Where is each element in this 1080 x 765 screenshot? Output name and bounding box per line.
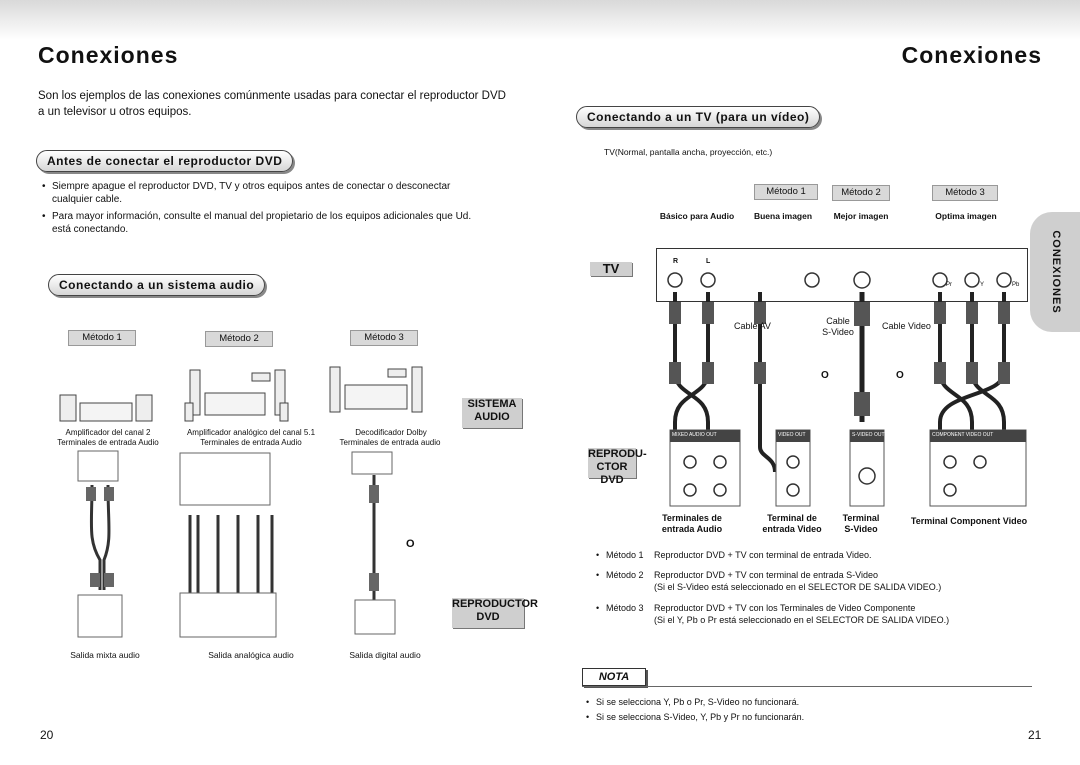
or-label: O bbox=[896, 370, 904, 381]
port-label-l: L bbox=[706, 258, 711, 265]
dolby-decoder-icon bbox=[329, 366, 423, 413]
nota-item: Si se selecciona Y, Pb o Pr, S-Video no … bbox=[584, 697, 1024, 708]
output-label: Salida mixta audio bbox=[70, 650, 140, 660]
sistema-audio-line: SISTEMA bbox=[467, 398, 517, 410]
terminal-line: Terminal de bbox=[767, 513, 817, 523]
port-label-pr: Pr bbox=[946, 282, 952, 288]
reproductor-dvd-label: REPRODUCTOR DVD bbox=[452, 598, 538, 628]
nota-list: Si se selecciona Y, Pb o Pr, S-Video no … bbox=[584, 697, 1024, 727]
terminal-video-label: Terminal de entrada Video bbox=[752, 513, 832, 535]
cable-svideo-line: S-Video bbox=[822, 327, 854, 337]
side-tab: CONEXIONES bbox=[1030, 212, 1080, 332]
quality-label: Buena imagen bbox=[753, 211, 813, 221]
nota-label: NOTA bbox=[582, 668, 646, 686]
panel-label: S-VIDEO OUT bbox=[852, 432, 885, 438]
method-note-text: Reproductor DVD + TV con terminal de ent… bbox=[654, 570, 879, 580]
section-tv-connection: Conectando a un TV (para un vídeo) bbox=[576, 106, 821, 128]
or-label: O bbox=[821, 370, 829, 381]
device-terminal: Terminales de entrada Audio bbox=[57, 438, 159, 447]
audio-method-3: Método 3 bbox=[350, 330, 418, 346]
side-tab-label: CONEXIONES bbox=[1050, 230, 1062, 314]
sistema-audio-line: AUDIO bbox=[474, 411, 510, 423]
cable-av-label: Cable AV bbox=[734, 321, 771, 331]
output-label: Salida digital audio bbox=[349, 650, 421, 660]
page-header-band bbox=[0, 0, 1080, 40]
precaution-item: Siempre apague el reproductor DVD, TV y … bbox=[40, 180, 480, 206]
or-label: O bbox=[406, 538, 415, 550]
method-note-label: Método 3 bbox=[606, 603, 644, 613]
audio-method-1: Método 1 bbox=[68, 330, 136, 346]
device-name: Decodificador Dolby bbox=[355, 428, 427, 437]
device-terminal: Terminales de entrada audio bbox=[339, 438, 441, 447]
terminal-component-label: Terminal Component Video bbox=[910, 516, 1028, 526]
precaution-list: Siempre apague el reproductor DVD, TV y … bbox=[40, 180, 480, 240]
nota-item: Si se selecciona S-Video, Y, Pb y Pr no … bbox=[584, 712, 1024, 723]
device-name: Amplificador analógico del canal 5.1 bbox=[186, 428, 316, 437]
tv-label: TV bbox=[590, 262, 632, 276]
terminal-line: entrada Audio bbox=[661, 524, 723, 534]
method-note-text: Reproductor DVD + TV con terminal de ent… bbox=[654, 550, 872, 560]
section-audio-system: Conectando a un sistema audio bbox=[48, 274, 266, 296]
device-name: Amplificador del canal 2 bbox=[65, 428, 151, 437]
audio-method-2: Método 2 bbox=[205, 331, 273, 347]
page-number-left: 20 bbox=[40, 728, 54, 742]
reproductor-dvd-line: DVD bbox=[476, 611, 500, 623]
quality-label: Mejor imagen bbox=[833, 211, 889, 221]
method-note-text: (Si el Y, Pb o Pr está seleccionado en e… bbox=[654, 615, 950, 625]
video-connection-diagram bbox=[667, 271, 1027, 507]
quality-label: Básico para Audio bbox=[659, 211, 735, 221]
tv-types-text: TV(Normal, pantalla ancha, proyección, e… bbox=[604, 147, 773, 157]
port-label-r: R bbox=[673, 258, 679, 265]
terminal-line: entrada Video bbox=[762, 524, 822, 534]
precaution-item: Para mayor información, consulte el manu… bbox=[40, 210, 480, 236]
method-note-text: Reproductor DVD + TV con los Terminales … bbox=[654, 603, 916, 613]
panel-label: MIXED AUDIO OUT bbox=[672, 432, 717, 438]
terminal-audio-label: Terminales de entrada Audio bbox=[652, 513, 732, 535]
dvd-player-line: CTOR DVD bbox=[596, 461, 628, 486]
right-page-title: Conexiones bbox=[901, 42, 1042, 68]
nota-divider bbox=[582, 686, 1032, 687]
panel-label: COMPONENT VIDEO OUT bbox=[932, 432, 994, 438]
port-label-pb: Pb bbox=[1012, 282, 1020, 288]
video-method-1: Método 1 bbox=[754, 184, 818, 200]
terminal-svideo-label: Terminal S-Video bbox=[836, 513, 886, 535]
left-page-title: Conexiones bbox=[38, 42, 179, 68]
audio-connection-diagram bbox=[59, 366, 423, 638]
terminal-line: S-Video bbox=[844, 524, 878, 534]
method-note-text: (Si el S-Video está seleccionado en el S… bbox=[654, 582, 942, 592]
terminal-line: Terminales de bbox=[662, 513, 722, 523]
terminal-line: Terminal bbox=[842, 513, 880, 523]
stereo-amplifier-icon bbox=[59, 394, 153, 422]
section-before-connecting: Antes de conectar el reproductor DVD bbox=[36, 150, 294, 172]
tv-back-panel bbox=[656, 248, 1028, 302]
page-number-right: 21 bbox=[1028, 728, 1042, 742]
sistema-audio-label: SISTEMA AUDIO bbox=[462, 398, 522, 428]
method-note-label: Método 2 bbox=[606, 570, 644, 580]
intro-text: Son los ejemplos de las conexiones común… bbox=[38, 90, 506, 118]
cable-svideo-line: Cable bbox=[826, 316, 850, 326]
dvd-player-line: REPRODU- bbox=[588, 448, 647, 460]
cable-svideo-label: Cable S-Video bbox=[818, 316, 858, 338]
video-method-2: Método 2 bbox=[832, 185, 890, 201]
port-label-y: Y bbox=[980, 282, 985, 288]
quality-label: Optima imagen bbox=[935, 211, 997, 221]
device-terminal: Terminales de entrada Audio bbox=[200, 438, 302, 447]
output-label: Salida analógica audio bbox=[208, 650, 294, 660]
dvd-player-label: REPRODU- CTOR DVD bbox=[588, 448, 647, 486]
surround-amplifier-icon bbox=[184, 369, 289, 422]
reproductor-dvd-line: REPRODUCTOR bbox=[452, 598, 538, 610]
cable-video-label: Cable Video bbox=[882, 321, 931, 331]
video-method-3: Método 3 bbox=[932, 185, 998, 201]
panel-label: VIDEO OUT bbox=[778, 432, 806, 438]
method-note-label: Método 1 bbox=[606, 550, 644, 560]
